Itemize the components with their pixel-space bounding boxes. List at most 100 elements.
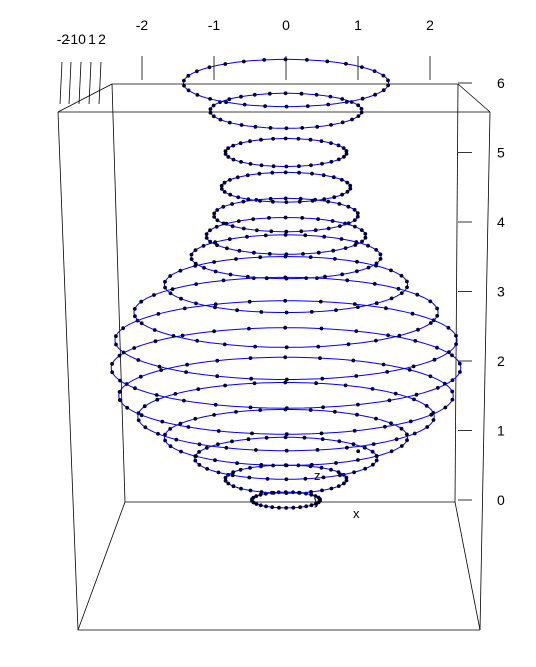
data-point	[283, 91, 288, 96]
data-point	[374, 458, 379, 463]
ring-line	[194, 436, 378, 480]
data-point	[110, 370, 115, 375]
data-point	[226, 481, 231, 486]
data-point	[326, 102, 331, 107]
data-point	[337, 202, 342, 206]
data-point	[284, 126, 289, 131]
data-point	[118, 378, 122, 383]
data-point	[373, 92, 377, 97]
data-point	[139, 321, 144, 326]
data-point	[301, 252, 305, 256]
data-point	[424, 404, 429, 408]
data-point	[197, 463, 202, 467]
data-point	[267, 91, 272, 96]
box-edge	[77, 501, 126, 631]
data-point	[219, 187, 224, 191]
data-point	[139, 299, 144, 304]
data-point	[201, 244, 206, 248]
data-point	[381, 88, 386, 93]
data-point	[303, 233, 308, 238]
data-point	[323, 274, 327, 279]
data-point	[195, 69, 199, 74]
data-point	[283, 325, 288, 330]
data-point	[330, 219, 335, 223]
data-point	[223, 383, 228, 388]
data-point	[345, 278, 350, 283]
data-point	[173, 392, 178, 396]
data-point	[381, 73, 386, 78]
data-point	[458, 370, 462, 374]
x-tick-label: 2	[426, 17, 434, 33]
data-point	[319, 431, 324, 436]
ring-line	[133, 276, 439, 348]
data-point	[227, 120, 232, 125]
data-point	[284, 432, 289, 437]
data-point	[333, 257, 337, 261]
data-point	[239, 160, 243, 164]
data-point	[178, 268, 183, 273]
data-point	[283, 215, 288, 220]
data-point	[136, 358, 141, 362]
data-point	[271, 199, 275, 204]
data-point	[344, 478, 349, 483]
data-point	[296, 136, 301, 141]
data-point	[291, 505, 296, 510]
y-tick-label: 0	[78, 31, 86, 47]
bounding-box-front	[57, 83, 491, 631]
data-point	[360, 65, 364, 69]
data-point	[450, 378, 455, 383]
data-point	[231, 484, 236, 489]
data-point	[348, 186, 353, 191]
data-point	[318, 356, 322, 360]
data-point	[222, 180, 227, 185]
data-point	[343, 383, 348, 388]
data-point	[212, 215, 217, 219]
data-point	[386, 78, 390, 83]
data-point	[195, 93, 200, 97]
data-point	[431, 418, 436, 422]
data-point	[356, 402, 360, 407]
data-point	[386, 333, 390, 338]
data-point	[205, 467, 210, 471]
data-point	[213, 240, 218, 245]
data-point	[212, 329, 217, 334]
data-point	[318, 299, 323, 304]
data-point	[139, 413, 144, 418]
data-point	[143, 425, 148, 430]
data-point	[399, 426, 404, 431]
data-point	[284, 448, 289, 453]
box-edge	[454, 501, 481, 631]
data-point	[344, 61, 348, 66]
data-point	[326, 199, 331, 204]
data-point	[180, 333, 185, 338]
data-point	[262, 58, 267, 62]
data-point	[374, 248, 379, 252]
data-point	[258, 408, 263, 412]
axis-letter-z: z	[314, 468, 321, 483]
data-point	[454, 333, 458, 338]
data-point	[408, 419, 413, 424]
data-point	[329, 159, 334, 164]
data-point	[454, 342, 458, 346]
data-point	[352, 428, 357, 433]
data-point	[336, 484, 341, 488]
data-point	[386, 83, 390, 88]
data-point	[366, 265, 371, 270]
box-edge	[57, 111, 79, 631]
data-point	[405, 285, 409, 290]
data-point	[352, 470, 356, 475]
data-point	[236, 219, 241, 224]
data-point	[194, 301, 198, 306]
data-point	[193, 416, 198, 421]
data-point	[225, 246, 229, 251]
data-point	[283, 435, 288, 440]
data-point	[208, 107, 213, 111]
y-tick-mark	[98, 61, 102, 105]
data-point	[407, 368, 412, 372]
data-point	[374, 338, 378, 343]
data-point	[283, 355, 288, 360]
data-point	[204, 236, 209, 240]
data-point	[343, 246, 348, 251]
data-point	[228, 192, 233, 197]
data-point	[235, 461, 240, 465]
